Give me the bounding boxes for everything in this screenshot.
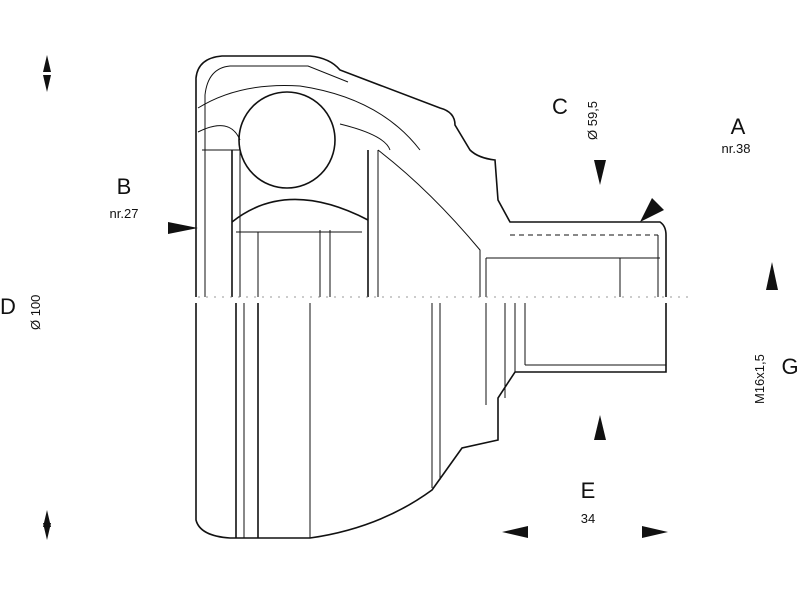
label-C-value: Ø 59,5	[585, 101, 600, 140]
label-C-letter: C	[552, 94, 568, 119]
arrow-up-icon	[43, 75, 51, 92]
arrow-diagonal-icon	[640, 198, 664, 222]
label-C: C Ø 59,5	[552, 94, 600, 140]
label-D-value: Ø 100	[28, 295, 43, 330]
arrow-down-icon	[594, 160, 606, 185]
label-E-letter: E	[581, 478, 596, 503]
label-E: E 34	[581, 478, 596, 526]
arrow-down-icon	[43, 523, 51, 540]
label-A-value: nr.38	[722, 141, 751, 156]
ball-shape	[238, 91, 336, 189]
arrow-right-icon	[168, 222, 198, 234]
label-B-value: nr.27	[110, 206, 139, 221]
label-D: D Ø 100	[0, 294, 43, 330]
label-G: G M16x1,5	[752, 354, 799, 404]
label-D-letter: D	[0, 294, 16, 319]
label-E-value: 34	[581, 511, 595, 526]
arrow-up-icon	[766, 262, 778, 290]
label-B-letter: B	[117, 174, 132, 199]
arrow-left-icon	[502, 526, 528, 538]
arrow-right-icon	[642, 526, 668, 538]
label-G-letter: G	[781, 354, 798, 379]
label-G-value: M16x1,5	[752, 354, 767, 404]
arrow-up-icon	[594, 415, 606, 440]
cv-joint-outline	[190, 55, 690, 539]
label-A-letter: A	[731, 114, 746, 139]
label-A: A nr.38	[722, 114, 751, 156]
arrow-up-icon	[43, 55, 51, 72]
dimension-arrows	[43, 55, 778, 540]
label-B: B nr.27	[110, 174, 139, 221]
arrow-up-icon	[43, 510, 51, 527]
